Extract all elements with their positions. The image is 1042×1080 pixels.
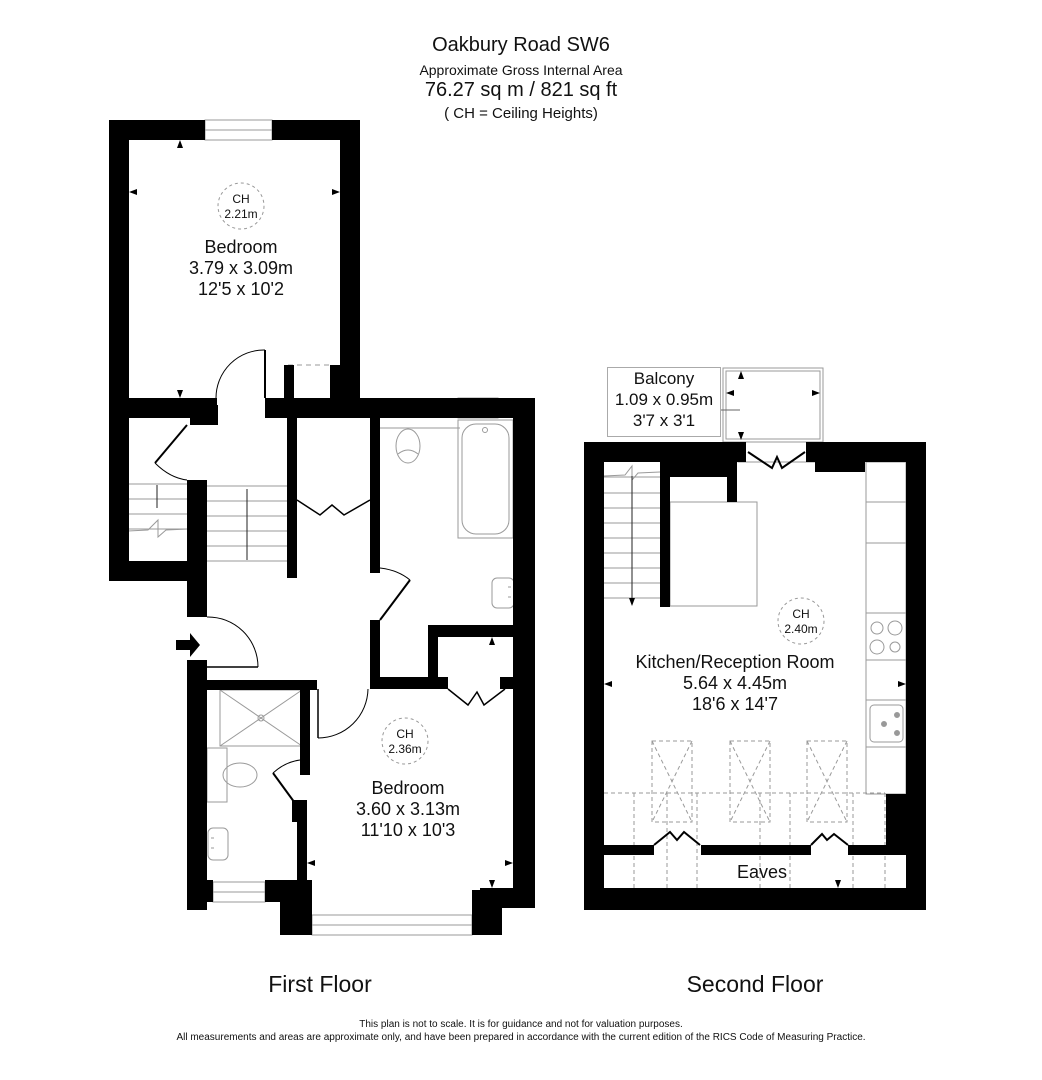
first-floor-doors <box>154 349 506 811</box>
room-label-eaves: Eaves <box>736 862 788 882</box>
ceiling-height-marker-bed2 <box>381 717 429 765</box>
room-name: Balcony <box>633 369 695 388</box>
disclaimer-line-1: This plan is not to scale. It is for gui… <box>359 1019 683 1030</box>
floor-label-second: Second Floor <box>686 971 824 997</box>
ceiling-height-note: ( CH = Ceiling Heights) <box>444 105 598 122</box>
room-name: Kitchen/Reception Room <box>635 652 835 672</box>
room-dim-metric: 3.60 x 3.13m <box>355 799 461 819</box>
ceiling-height-kitchen: CH 2.40m <box>778 607 824 637</box>
ch-value: 2.36m <box>388 742 422 756</box>
ceiling-height-marker-bed1 <box>217 182 265 230</box>
first-floor-walls <box>109 120 535 935</box>
second-floor-walls <box>584 442 926 910</box>
property-title: Oakbury Road SW6 <box>432 34 610 56</box>
room-dim-imperial: 12'5 x 10'2 <box>198 279 284 299</box>
ch-label: CH <box>792 607 810 621</box>
ch-label: CH <box>232 192 250 206</box>
room-dim-metric: 1.09 x 0.95m <box>614 390 714 409</box>
room-dim-imperial: 18'6 x 14'7 <box>692 694 778 714</box>
second-floor-dimension-markers <box>604 371 906 888</box>
ceiling-height-bed1: CH 2.21m <box>218 192 264 222</box>
room-dim-metric: 3.79 x 3.09m <box>188 258 294 278</box>
room-label-bedroom-2: Bedroom 3.60 x 3.13m 11'10 x 10'3 <box>330 778 486 841</box>
room-dim-imperial: 3'7 x 3'1 <box>632 411 696 430</box>
ch-value: 2.21m <box>224 207 258 221</box>
room-label-kitchen-reception: Kitchen/Reception Room 5.64 x 4.45m 18'6… <box>610 652 860 715</box>
room-label-balcony: Balcony 1.09 x 0.95m 3'7 x 3'1 <box>607 367 721 437</box>
room-dim-metric: 5.64 x 4.45m <box>682 673 788 693</box>
gross-area: 76.27 sq m / 821 sq ft <box>424 79 618 101</box>
ch-value: 2.40m <box>784 622 818 636</box>
room-label-bedroom-1: Bedroom 3.79 x 3.09m 12'5 x 10'2 <box>163 237 319 300</box>
room-dim-imperial: 11'10 x 10'3 <box>360 820 456 840</box>
area-subtitle: Approximate Gross Internal Area <box>419 62 623 78</box>
second-floor-plan <box>584 367 926 910</box>
entrance-arrow-icon <box>176 633 200 657</box>
room-name: Bedroom <box>204 237 278 257</box>
first-floor-plan <box>109 119 535 936</box>
floor-label-first: First Floor <box>268 971 372 997</box>
ceiling-height-bed2: CH 2.36m <box>382 727 428 757</box>
ceiling-height-marker-kitchen <box>777 597 825 645</box>
first-floor-dimension-markers <box>129 140 513 888</box>
disclaimer-line-2: All measurements and areas are approxima… <box>176 1032 866 1043</box>
ch-label: CH <box>396 727 414 741</box>
room-name: Bedroom <box>371 778 445 798</box>
